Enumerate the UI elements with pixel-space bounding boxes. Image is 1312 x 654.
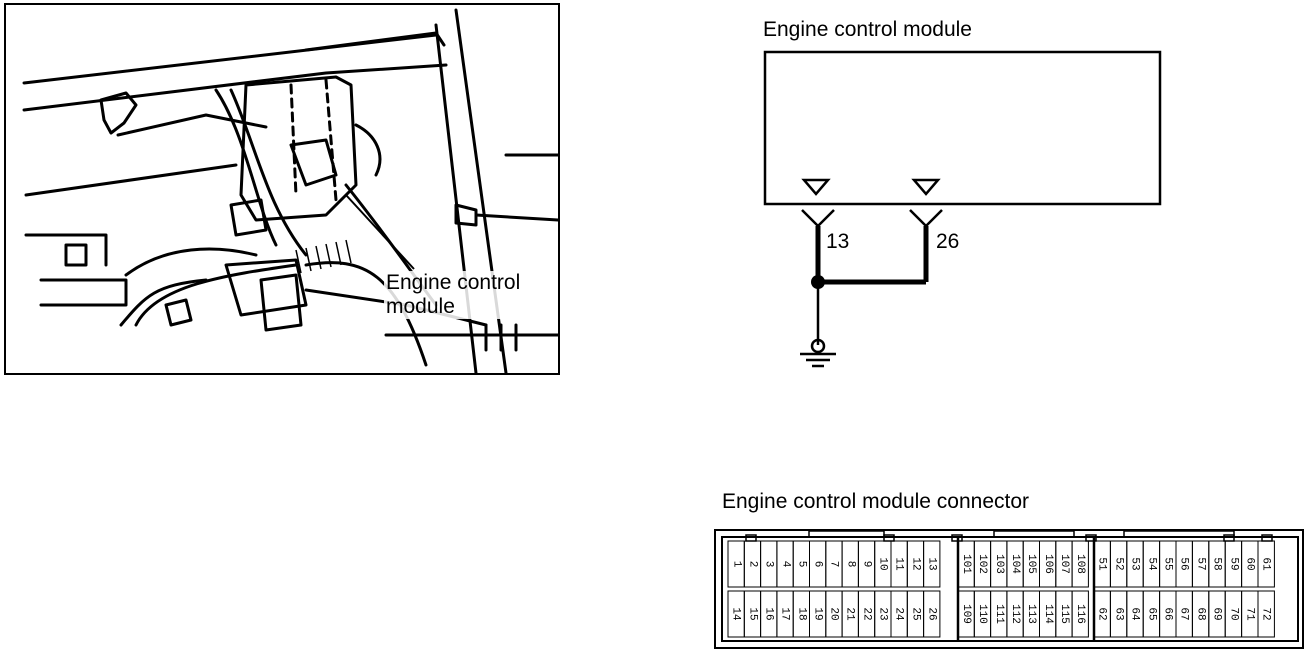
- connector-pin-number: 69: [1210, 607, 1223, 621]
- splice-dot: [811, 275, 825, 289]
- connector-pin-number: 55: [1161, 557, 1174, 571]
- pin-26-terminal-icon: [909, 209, 943, 228]
- connector-pin-number: 112: [1008, 604, 1021, 624]
- connector-pin-number: 23: [876, 607, 889, 621]
- connector-pin-number: 22: [860, 607, 873, 621]
- ecm-callout-line2: module: [386, 295, 455, 318]
- connector-pin-number: 10: [876, 557, 889, 571]
- connector-pin-number: 58: [1210, 557, 1223, 571]
- connector-pin-number: 8: [844, 560, 857, 568]
- pin-26-triangle-icon: [911, 178, 941, 196]
- connector-pin-number: 11: [892, 557, 905, 571]
- connector-pin-number: 57: [1194, 557, 1207, 571]
- connector-pin-number: 109: [960, 604, 972, 624]
- ecm-callout-line1: Engine control: [386, 271, 521, 294]
- connector-pin-cell: [1071, 590, 1089, 638]
- connector-pin-number: 107: [1057, 554, 1070, 574]
- pin-13-label: 13: [826, 230, 850, 253]
- connector-pin-number: 19: [811, 607, 824, 621]
- connector-pin-number: 52: [1112, 557, 1125, 571]
- connector-pin-number: 15: [746, 607, 759, 621]
- connector-pin-number: 106: [1041, 554, 1054, 574]
- connector-outline: [714, 529, 1304, 649]
- connector-pin-number: 104: [1008, 554, 1021, 574]
- connector-pin-cell: [923, 540, 941, 588]
- connector-pin-number: 62: [1095, 607, 1108, 621]
- connector-pin-number: 103: [992, 554, 1005, 574]
- connector-pin-number: 56: [1177, 557, 1190, 571]
- connector-pin-number: 54: [1145, 557, 1158, 571]
- connector-pin-cell: [1257, 540, 1275, 588]
- connector-pin-number: 108: [1074, 554, 1087, 574]
- connector-pin-number: 24: [892, 607, 905, 621]
- connector-pin-number: 2: [746, 560, 759, 568]
- connector-pin-number: 14: [729, 607, 742, 621]
- connector-pin-number: 116: [1074, 604, 1087, 624]
- connector-pin-number: 71: [1243, 607, 1256, 621]
- connector-pin-number: 114: [1041, 604, 1054, 624]
- connector-pin-cell: [1071, 540, 1089, 588]
- connector-pin-number: 64: [1128, 607, 1141, 621]
- module-title: Engine control module: [763, 18, 972, 41]
- connector-pin-number: 59: [1227, 557, 1240, 571]
- connector-pin-number: 66: [1161, 607, 1174, 621]
- ecm-callout-label: Engine control module: [384, 271, 523, 319]
- connector-pin-number: 65: [1145, 607, 1158, 621]
- connector-pin-number: 26: [925, 607, 938, 621]
- connector-pin-number: 18: [795, 607, 808, 621]
- connector-pin-number: 110: [976, 604, 989, 624]
- connector-pin-number: 113: [1025, 604, 1038, 624]
- connector-pin-number: 16: [762, 607, 775, 621]
- connector-pin-number: 25: [909, 607, 922, 621]
- connector-pin-number: 115: [1057, 604, 1070, 624]
- connector-pin-number: 5: [795, 560, 808, 568]
- connector-pin-number: 72: [1259, 607, 1272, 621]
- pin-13-terminal-icon: [801, 209, 835, 228]
- connector-pin-number: 17: [778, 607, 791, 621]
- connector-pin-number: 61: [1259, 557, 1272, 571]
- connector-pin-cell: [923, 590, 941, 638]
- pin-13-triangle-icon: [801, 178, 831, 196]
- connector-pin-number: 4: [778, 560, 791, 568]
- connector-pin-number: 3: [762, 560, 775, 568]
- connector-pin-number: 12: [909, 557, 922, 571]
- connector-pin-number: 63: [1112, 607, 1125, 621]
- connector-pin-number: 111: [992, 604, 1005, 624]
- connector-pin-number: 9: [860, 560, 873, 568]
- ecm-ground-schematic: Engine control module 13 26: [740, 10, 1300, 380]
- connector-pin-number: 60: [1243, 557, 1256, 571]
- connector-title: Engine control module connector: [722, 490, 1030, 513]
- connector-pin-number: 53: [1128, 557, 1141, 571]
- connector-pin-number: 105: [1025, 554, 1038, 574]
- connector-pin-number: 21: [844, 607, 857, 621]
- connector-pin-number: 51: [1095, 557, 1108, 571]
- connector-pin-number: 20: [827, 607, 840, 621]
- connector-pin-number: 102: [976, 554, 989, 574]
- connector-pin-number: 101: [960, 554, 972, 574]
- ground-symbol-icon: [800, 338, 836, 368]
- connector-pin-number: 1: [729, 560, 742, 568]
- connector-pin-number: 68: [1194, 607, 1207, 621]
- module-box: [763, 50, 1162, 206]
- pin-26-label: 26: [936, 230, 960, 253]
- schematic-drawing: [763, 50, 1162, 368]
- connector-pin-number: 70: [1227, 607, 1240, 621]
- engine-bay-drawing: [22, 8, 558, 373]
- connector-pin-number: 13: [925, 557, 938, 571]
- connector-pin-number: 7: [827, 560, 840, 568]
- engine-bay-illustration: Engine control module: [4, 3, 560, 375]
- connector-pin-number: 67: [1177, 607, 1190, 621]
- connector-pin-number: 6: [811, 560, 824, 568]
- connector-pin-cell: [1257, 590, 1275, 638]
